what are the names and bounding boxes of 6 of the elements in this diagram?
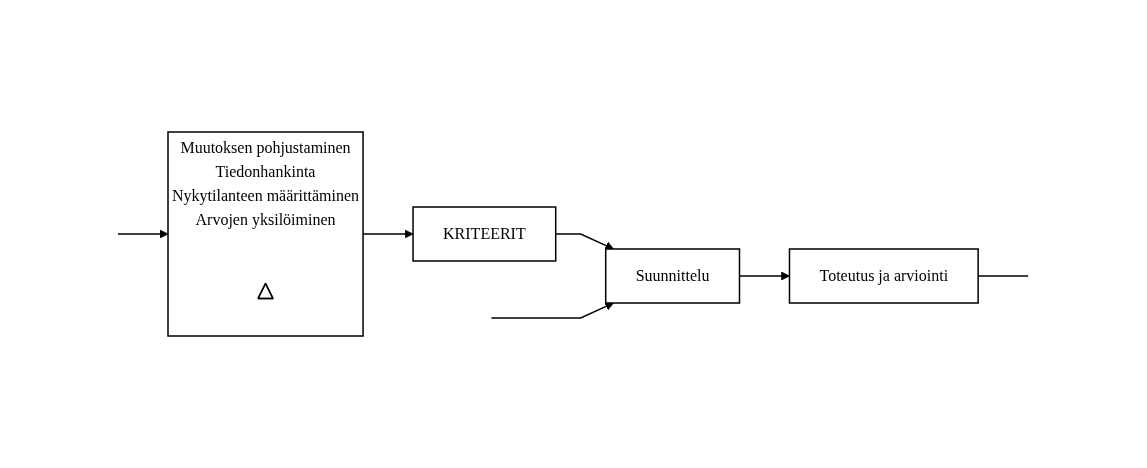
node-box: Toteutus ja arviointi — [789, 248, 980, 304]
node-box: KRITEERIT — [412, 206, 557, 262]
arrow — [117, 229, 169, 239]
node-box: Suunnittelu — [605, 248, 741, 304]
cluster: Muutoksen pohjustaminen Tiedonhankinta Nykytilanteen määrittäminen Arvojen yksilöiminen — [167, 131, 365, 337]
arrow — [491, 302, 615, 319]
